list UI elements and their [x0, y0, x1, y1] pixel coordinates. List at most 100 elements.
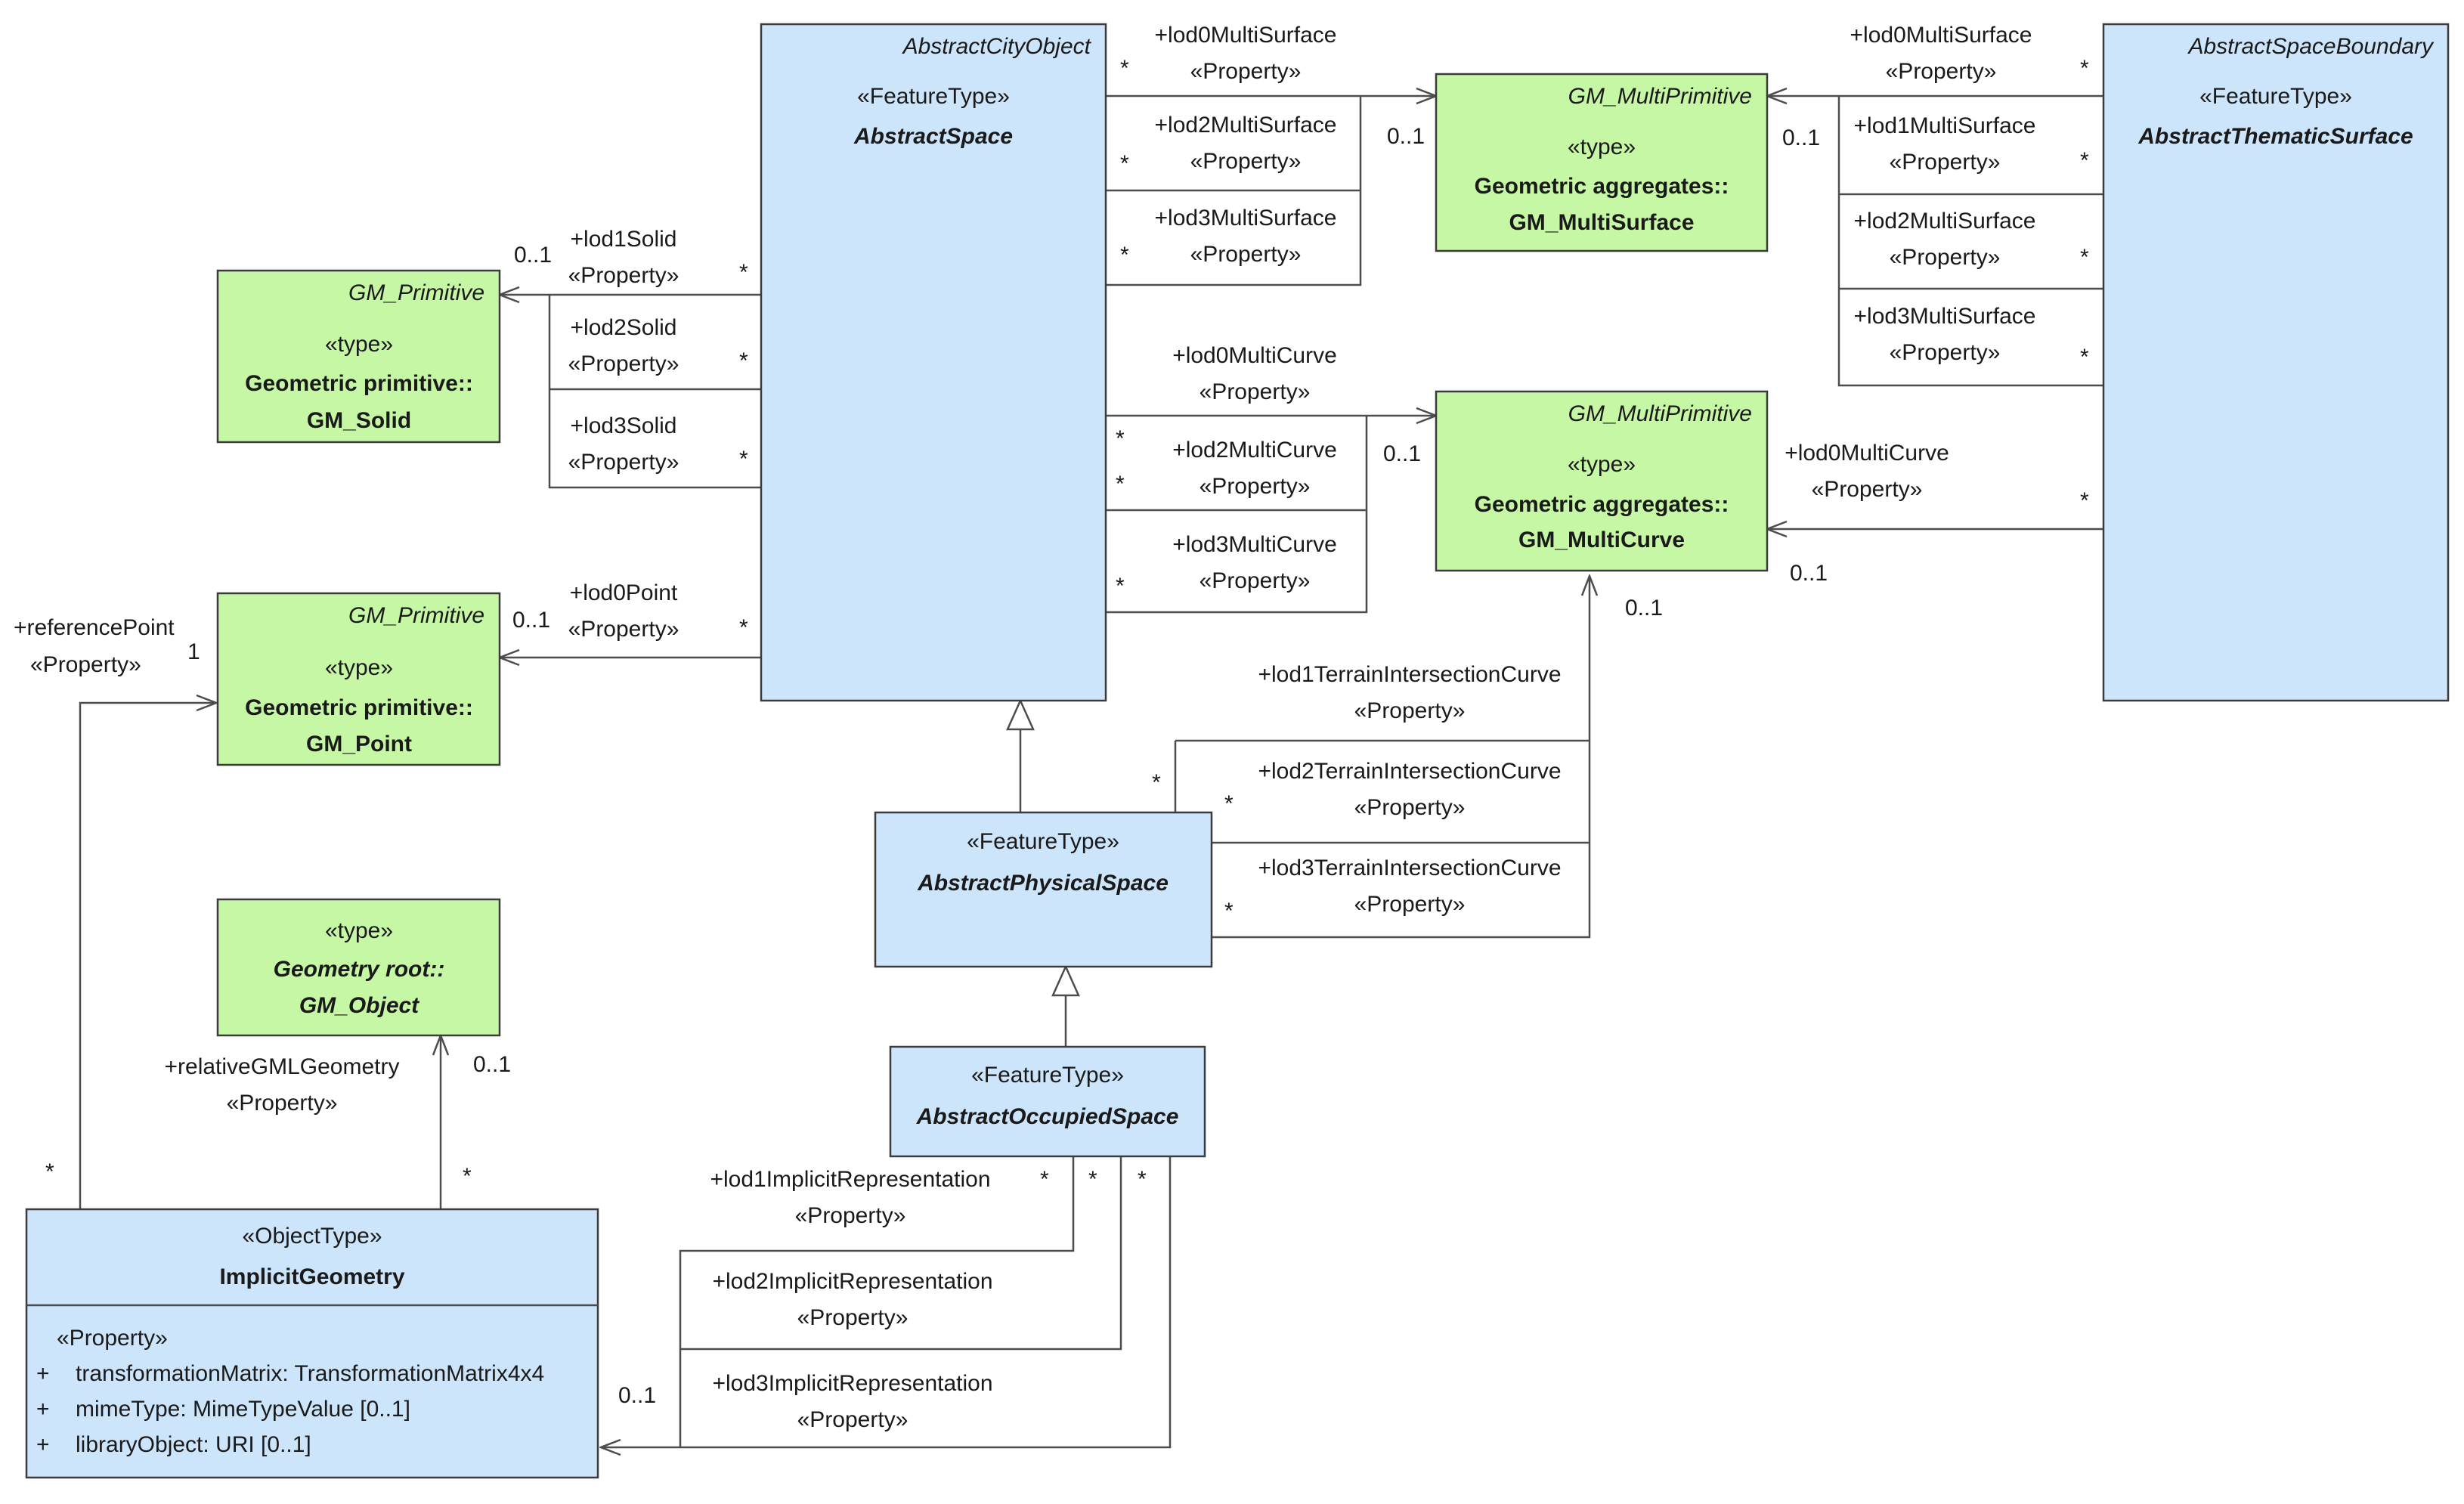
parent-label: GM_Primitive — [348, 603, 484, 628]
role-stereotype: «Property» — [568, 450, 679, 475]
class-name: Geometric aggregates:: — [1475, 174, 1729, 199]
role-name: +relativeGMLGeometry — [165, 1054, 400, 1079]
stereotype: «type» — [1568, 135, 1636, 159]
stereotype: «type» — [325, 655, 393, 680]
role-stereotype: «Property» — [1190, 59, 1302, 84]
role-stereotype: «Property» — [1890, 245, 2001, 270]
attribute-visibility: + — [36, 1397, 50, 1422]
multiplicity: * — [1088, 1167, 1097, 1192]
role-stereotype: «Property» — [1886, 59, 1997, 84]
multiplicity: * — [2080, 245, 2089, 270]
attribute-visibility: + — [36, 1361, 50, 1386]
role-stereotype: «Property» — [227, 1091, 338, 1116]
class-gm-multisurface[interactable]: GM_MultiPrimitive «type» Geometric aggre… — [1435, 73, 1769, 252]
role-stereotype: «Property» — [1199, 568, 1311, 593]
multiplicities: 0..1 0..1 0..1 0..1 0..1 0..1 0..1 0..1 … — [45, 56, 2089, 1408]
multiplicity: * — [2080, 488, 2089, 513]
multiplicity: * — [1152, 770, 1161, 795]
multiplicity: 0..1 — [1625, 596, 1663, 620]
assoc-occupied-implicit — [601, 1156, 1172, 1447]
parent-label: AbstractSpaceBoundary — [2187, 34, 2435, 59]
role-stereotype: «Property» — [1190, 242, 1302, 267]
role-name: +lod0Point — [570, 580, 678, 605]
role-name: +lod1Solid — [571, 227, 677, 252]
multiplicity: * — [2080, 56, 2089, 81]
multiplicity: * — [739, 348, 748, 373]
multiplicity: 0..1 — [512, 608, 550, 633]
class-gm-object[interactable]: «type» Geometry root:: GM_Object — [216, 898, 501, 1037]
multiplicity: * — [2080, 148, 2089, 173]
multiplicity: * — [1224, 791, 1234, 816]
class-name: Geometric primitive:: — [245, 371, 473, 396]
class-implicit-geometry[interactable]: «ObjectType» ImplicitGeometry «Property»… — [25, 1208, 599, 1479]
class-name: AbstractSpace — [853, 124, 1013, 149]
class-name: ImplicitGeometry — [219, 1264, 404, 1289]
multiplicity: * — [1116, 426, 1125, 451]
parent-label: GM_Primitive — [348, 280, 484, 305]
class-abstract-occupied-space[interactable]: «FeatureType» AbstractOccupiedSpace — [889, 1045, 1206, 1158]
role-name: +lod0MultiCurve — [1172, 343, 1337, 368]
role-stereotype: «Property» — [1354, 892, 1466, 917]
multiplicity: * — [1040, 1167, 1049, 1192]
role-name: +lod1MultiSurface — [1854, 113, 2036, 138]
parent-label: GM_MultiPrimitive — [1568, 84, 1752, 109]
class-name: AbstractPhysicalSpace — [917, 871, 1169, 896]
assoc-ts-multisurface — [1767, 96, 2103, 387]
class-name: AbstractOccupiedSpace — [916, 1104, 1179, 1129]
assoc-implicit-point — [79, 703, 216, 1209]
role-stereotype: «Property» — [1354, 698, 1466, 723]
role-stereotype: «Property» — [1199, 379, 1311, 404]
class-name: Geometric primitive:: — [245, 695, 473, 720]
multiplicity: 0..1 — [618, 1383, 656, 1408]
multiplicity: * — [1224, 899, 1234, 924]
role-name: +lod0MultiSurface — [1155, 23, 1337, 48]
class-gm-solid[interactable]: GM_Primitive «type» Geometric primitive:… — [216, 269, 501, 444]
multiplicity: 0..1 — [514, 243, 552, 268]
role-stereotype: «Property» — [1812, 477, 1923, 502]
role-name: +lod3Solid — [571, 413, 677, 438]
role-name: +lod1ImplicitRepresentation — [710, 1167, 990, 1192]
role-name: +lod2Solid — [571, 315, 677, 340]
multiplicity: 0..1 — [1782, 125, 1820, 150]
role-stereotype: «Property» — [568, 617, 679, 642]
role-name: +lod3ImplicitRepresentation — [712, 1371, 992, 1396]
attribute: transformationMatrix: TransformationMatr… — [76, 1361, 544, 1386]
stereotype: «ObjectType» — [242, 1224, 382, 1249]
class-gm-point[interactable]: GM_Primitive «type» Geometric primitive:… — [216, 592, 501, 766]
stereotype: «FeatureType» — [2199, 84, 2352, 109]
class-abstract-physical-space[interactable]: «FeatureType» AbstractPhysicalSpace — [874, 811, 1213, 968]
multiplicity: * — [1120, 243, 1129, 268]
role-name: +lod3MultiCurve — [1172, 532, 1337, 557]
class-name: GM_MultiCurve — [1518, 528, 1685, 552]
role-stereotype: «Property» — [568, 263, 679, 288]
role-stereotype: «Property» — [568, 351, 679, 376]
multiplicity: 0..1 — [1383, 441, 1421, 466]
stereotype: «FeatureType» — [967, 829, 1119, 854]
attribute: libraryObject: URI [0..1] — [76, 1432, 311, 1457]
generalization-arrow — [1051, 964, 1080, 997]
attribute-stereotype: «Property» — [57, 1326, 168, 1351]
role-name: +lod3MultiSurface — [1854, 304, 2036, 329]
role-stereotype: «Property» — [1190, 149, 1302, 174]
class-gm-multicurve[interactable]: GM_MultiPrimitive «type» Geometric aggre… — [1435, 390, 1769, 572]
role-name: +lod2MultiSurface — [1854, 209, 2036, 234]
class-name: GM_MultiSurface — [1509, 210, 1694, 235]
class-name: GM_Point — [306, 732, 412, 757]
class-abstract-thematic-surface[interactable]: AbstractSpaceBoundary «FeatureType» Abst… — [2102, 23, 2450, 702]
generalization-arrow — [1006, 698, 1035, 731]
role-name: +lod2ImplicitRepresentation — [712, 1269, 992, 1294]
stereotype: «type» — [325, 332, 393, 357]
role-name: +lod2MultiSurface — [1155, 113, 1337, 138]
class-name: Geometric aggregates:: — [1475, 492, 1729, 517]
role-stereotype: «Property» — [30, 652, 141, 677]
class-abstract-space[interactable]: AbstractCityObject «FeatureType» Abstrac… — [760, 23, 1107, 702]
multiplicity: * — [1120, 151, 1129, 176]
role-stereotype: «Property» — [1890, 340, 2001, 365]
role-name: +lod2MultiCurve — [1172, 438, 1337, 463]
multiplicity: * — [463, 1164, 472, 1189]
role-name: +referencePoint — [14, 615, 175, 640]
class-name: AbstractThematicSurface — [2137, 124, 2413, 149]
attribute-visibility: + — [36, 1432, 50, 1457]
role-stereotype: «Property» — [1354, 795, 1466, 820]
multiplicity: * — [1116, 574, 1125, 599]
